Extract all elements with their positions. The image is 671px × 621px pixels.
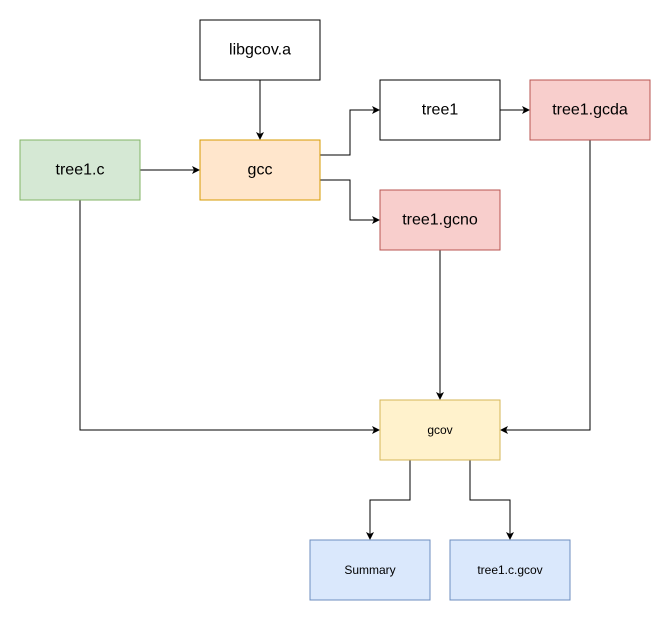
- node-tree1-c-gcov-label: tree1.c.gcov: [477, 563, 542, 577]
- edges: [79, 80, 591, 540]
- edge-tree1c-to-gcov: [79, 200, 380, 434]
- node-gcc-box: [199, 139, 321, 201]
- edge-gcc-to-tree1: [320, 106, 380, 156]
- node-tree1-label: tree1: [422, 102, 459, 119]
- node-tree1-gcda[interactable]: tree1.gcda: [529, 79, 651, 141]
- edge-gcov-to-tree1-c-gcov: [469, 460, 514, 540]
- node-libgcov-box: [199, 19, 321, 81]
- node-tree1-c-label: tree1.c: [56, 162, 105, 179]
- node-gcov-label: gcov: [427, 423, 452, 437]
- node-summary[interactable]: Summary: [309, 539, 431, 601]
- edge-gcov-to-summary: [366, 460, 411, 540]
- node-tree1-box: [379, 79, 501, 141]
- node-tree1-c-box: [19, 139, 141, 201]
- node-gcov-box: [379, 399, 501, 461]
- node-gcc[interactable]: gcc: [199, 139, 321, 201]
- node-tree1-gcno[interactable]: tree1.gcno: [379, 189, 501, 251]
- edge-gcc-to-tree1-gcno: [320, 179, 380, 224]
- node-gcc-label: gcc: [248, 162, 273, 179]
- node-tree1-c-gcov-box: [449, 539, 571, 601]
- node-gcov[interactable]: gcov: [379, 399, 501, 461]
- node-tree1-gcda-label: tree1.gcda: [552, 102, 628, 119]
- node-tree1-c-gcov[interactable]: tree1.c.gcov: [449, 539, 571, 601]
- node-tree1-gcda-box: [529, 79, 651, 141]
- node-tree1-gcno-box: [379, 189, 501, 251]
- node-tree1-c[interactable]: tree1.c: [19, 139, 141, 201]
- node-summary-box: [309, 539, 431, 601]
- node-tree1-gcno-label: tree1.gcno: [402, 212, 478, 229]
- node-summary-label: Summary: [344, 563, 395, 577]
- edge-tree1-gcda-to-gcov: [500, 140, 591, 434]
- node-libgcov-label: libgcov.a: [229, 42, 291, 59]
- node-libgcov[interactable]: libgcov.a: [199, 19, 321, 81]
- node-tree1[interactable]: tree1: [379, 79, 501, 141]
